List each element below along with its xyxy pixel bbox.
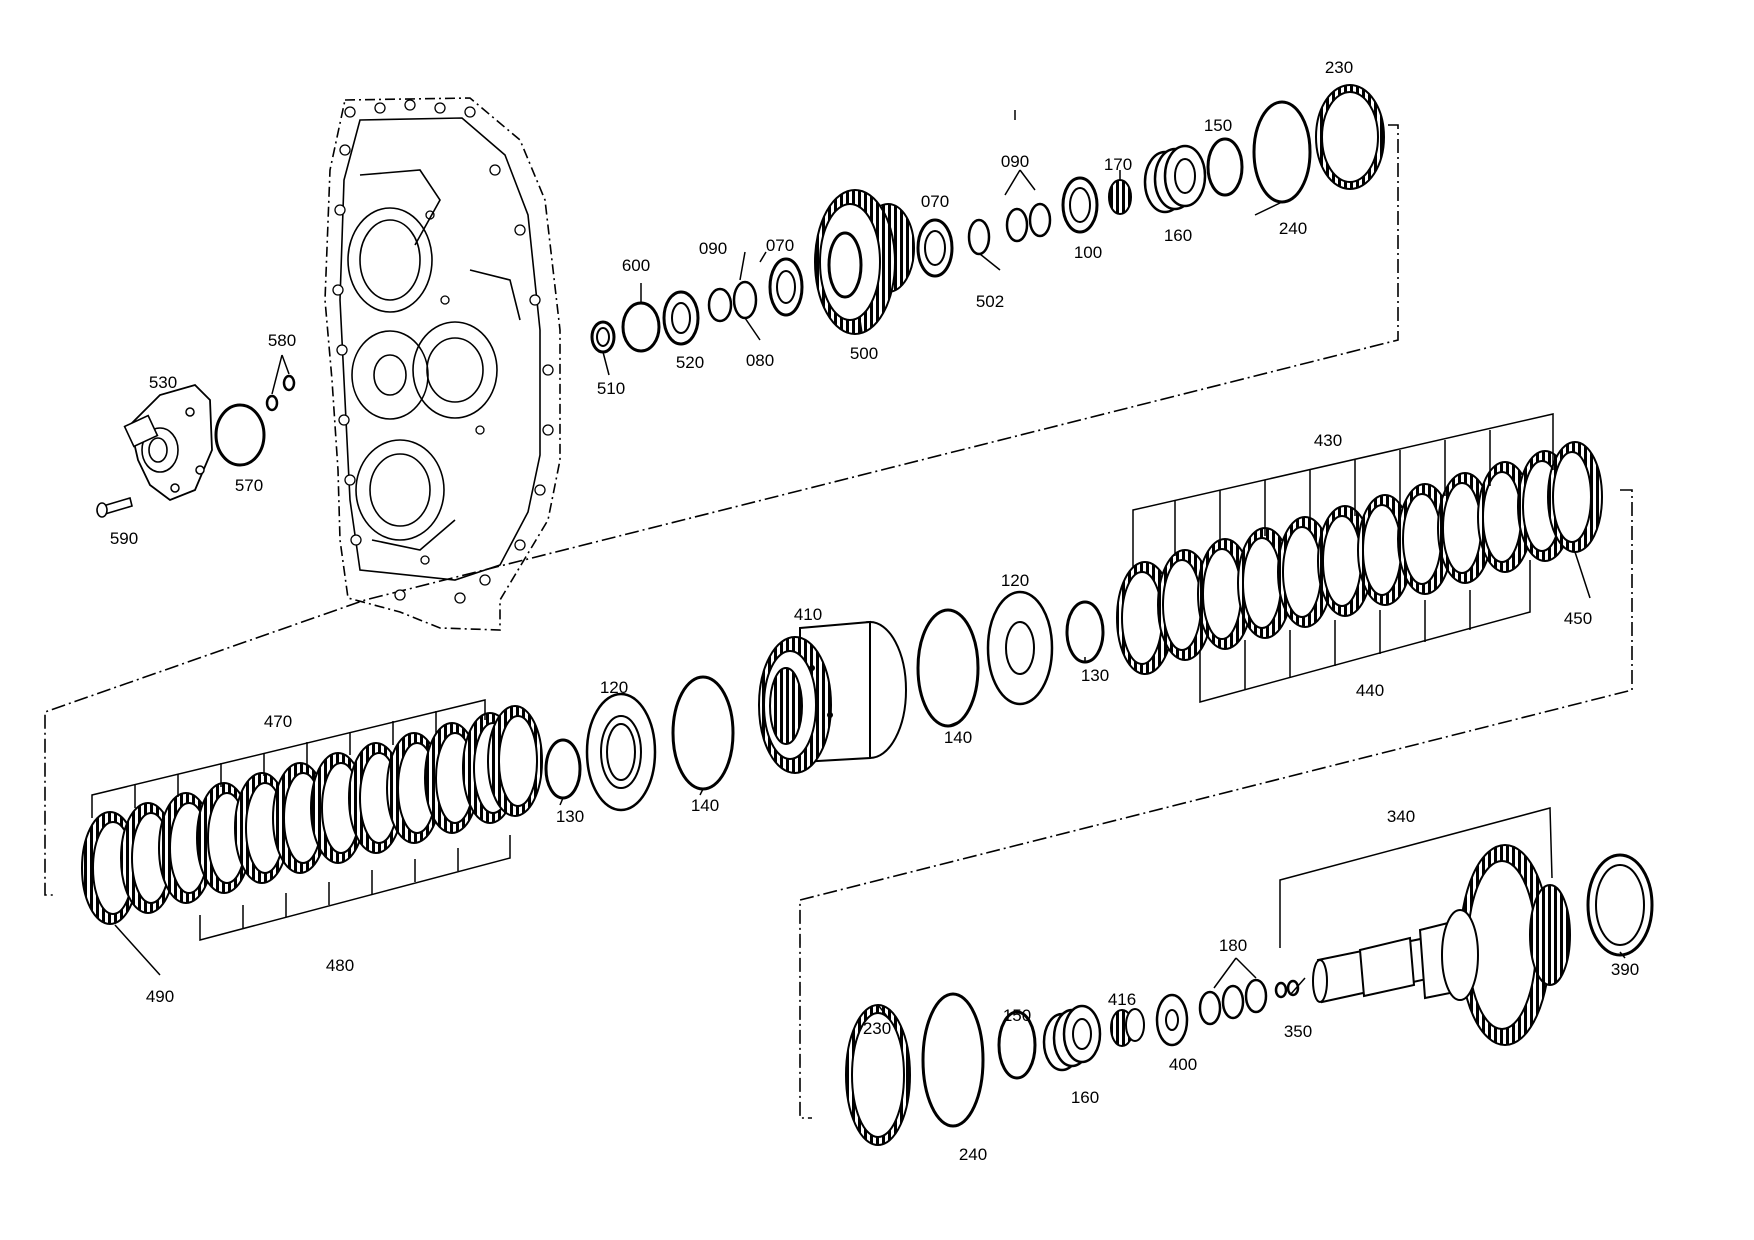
callout-340: 340 — [1387, 807, 1415, 826]
callout-390: 390 — [1611, 960, 1639, 979]
bracket-340 — [1279, 807, 1553, 948]
callout-150-top: 150 — [1204, 116, 1232, 135]
screw-590 — [96, 496, 133, 518]
callout-240-lower: 240 — [959, 1145, 987, 1164]
transmission-housing — [324, 97, 561, 631]
callout-400: 400 — [1169, 1055, 1197, 1074]
bearing-170 — [1108, 179, 1132, 215]
callout-090-top: 090 — [1001, 152, 1029, 171]
spring-160 — [1143, 144, 1207, 214]
callout-100: 100 — [1074, 243, 1102, 262]
assembly-axis-lines — [44, 124, 1633, 1119]
spring-160-lower — [1042, 1004, 1102, 1072]
bearing-070-right — [916, 218, 954, 278]
rings-180 — [1198, 957, 1268, 1026]
callout-470: 470 — [264, 712, 292, 731]
callout-502: 502 — [976, 292, 1004, 311]
bearing-070-left — [768, 257, 804, 317]
bracket-430 — [1132, 413, 1554, 568]
ring-140-upper — [916, 608, 980, 728]
rings-090-080 — [707, 280, 758, 323]
ring-600 — [621, 301, 661, 353]
callout-150-lower: 150 — [1003, 1006, 1031, 1025]
callout-530: 530 — [149, 373, 177, 392]
washer-120-upper — [986, 590, 1054, 706]
pump-cover-530 — [123, 383, 213, 502]
shaft-340 — [1312, 844, 1571, 1046]
callout-170: 170 — [1104, 155, 1132, 174]
callout-600: 600 — [622, 256, 650, 275]
ring-240-lower — [921, 992, 985, 1128]
clutch-pack-440-450 — [1116, 441, 1603, 675]
callout-140-upper: 140 — [944, 728, 972, 747]
ring-130-lower — [544, 738, 582, 800]
seals-350 — [1274, 979, 1300, 999]
callout-490: 490 — [146, 987, 174, 1006]
ring-gear-410 — [758, 620, 907, 774]
callout-130-lower: 130 — [556, 807, 584, 826]
ring-502 — [967, 218, 991, 256]
bearing-390 — [1586, 853, 1654, 957]
callout-590: 590 — [110, 529, 138, 548]
callout-430: 430 — [1314, 431, 1342, 450]
seal-rings-580 — [265, 354, 296, 412]
callout-230-top: 230 — [1325, 58, 1353, 77]
callout-416: 416 — [1108, 990, 1136, 1009]
callout-500: 500 — [850, 344, 878, 363]
washer-400 — [1155, 993, 1189, 1047]
clutch-pack-480-490 — [81, 705, 543, 925]
oring-570 — [214, 403, 266, 467]
snap-ring-510 — [590, 320, 616, 376]
bearing-416 — [1110, 1008, 1145, 1047]
bracket-440 — [1199, 560, 1531, 703]
callout-140-lower: 140 — [691, 796, 719, 815]
callout-450: 450 — [1564, 609, 1592, 628]
callout-230-lower: 230 — [863, 1019, 891, 1038]
callout-180: 180 — [1219, 936, 1247, 955]
ring-130-upper — [1065, 600, 1105, 664]
callout-080: 080 — [746, 351, 774, 370]
bearing-100 — [1061, 176, 1099, 234]
gear-500 — [814, 189, 915, 335]
ring-150-lower — [997, 1010, 1037, 1080]
disc-230-lower — [845, 1004, 911, 1146]
callout-070-right: 070 — [921, 192, 949, 211]
callout-090-mid: 090 — [699, 239, 727, 258]
callout-350: 350 — [1284, 1022, 1312, 1041]
callout-labels: 230 150 090 170 070 240 160 100 090 070 … — [110, 58, 1639, 1164]
rings-090-pair — [1005, 202, 1052, 243]
washer-120-lower — [585, 692, 657, 812]
callout-580: 580 — [268, 331, 296, 350]
callout-410: 410 — [794, 605, 822, 624]
callout-120-lower: 120 — [600, 678, 628, 697]
callout-510: 510 — [597, 379, 625, 398]
callout-070-left: 070 — [766, 236, 794, 255]
callout-160-top: 160 — [1164, 226, 1192, 245]
disc-230 — [1315, 84, 1385, 190]
callout-520: 520 — [676, 353, 704, 372]
bearing-520 — [662, 290, 700, 346]
leader-lines — [114, 110, 1626, 1021]
callout-440: 440 — [1356, 681, 1384, 700]
callout-240-top: 240 — [1279, 219, 1307, 238]
callout-570: 570 — [235, 476, 263, 495]
callout-130-upper: 130 — [1081, 666, 1109, 685]
bracket-470 — [91, 699, 486, 818]
callout-160-lower: 160 — [1071, 1088, 1099, 1107]
ring-150 — [1206, 137, 1244, 197]
callout-120-upper: 120 — [1001, 571, 1029, 590]
ring-140-lower — [671, 675, 735, 791]
ring-240 — [1252, 100, 1312, 204]
bracket-480 — [199, 835, 511, 941]
callout-480: 480 — [326, 956, 354, 975]
